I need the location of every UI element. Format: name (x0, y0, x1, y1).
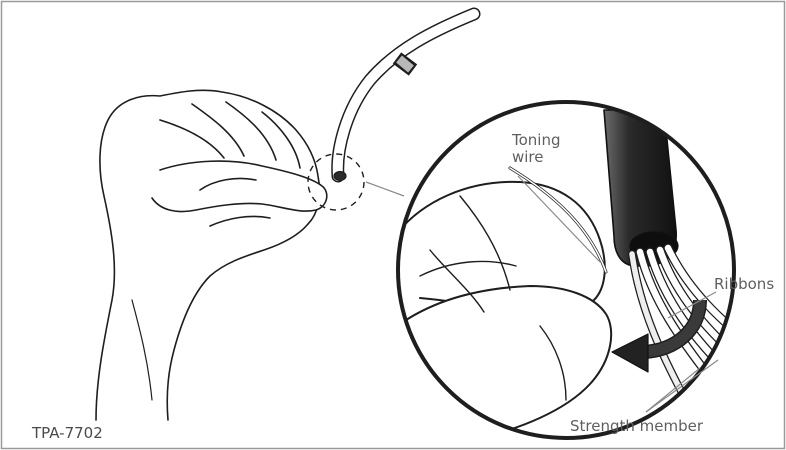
toning-wire-label-line1: Toning (512, 132, 561, 149)
zoom-connector-line (366, 182, 404, 196)
toning-wire-label-line2: wire (512, 149, 561, 166)
hand-illustration (96, 90, 327, 420)
ribbons-label: Ribbons (714, 276, 774, 293)
toning-wire-label: Toning wire (512, 132, 561, 166)
strength-member-label: Strength member (570, 418, 703, 435)
detail-magnifier (392, 102, 760, 440)
figure-id: TPA-7702 (32, 425, 103, 442)
